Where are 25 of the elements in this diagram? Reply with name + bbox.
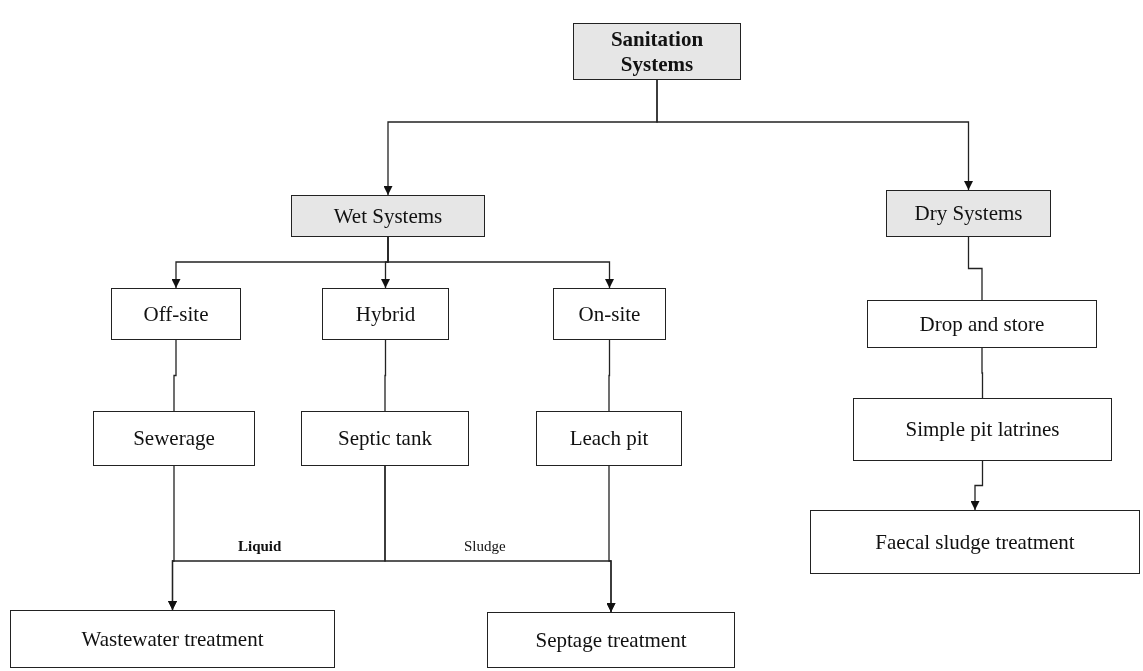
process-box: Sewerage — [93, 411, 255, 466]
process-box: Wastewater treatment — [10, 610, 335, 668]
process-box: Off-site — [111, 288, 241, 340]
process-box: On-site — [553, 288, 666, 340]
process-box: Dry Systems — [886, 190, 1051, 237]
process-box: Septage treatment — [487, 612, 735, 668]
arrow — [970, 460, 984, 511]
arrow — [387, 236, 614, 289]
connector-line — [173, 339, 177, 412]
process-box: Wet Systems — [291, 195, 485, 237]
edge-label: Liquid — [236, 538, 284, 555]
connector-line — [608, 339, 611, 412]
process-box: Leach pit — [536, 411, 682, 466]
process-box: Faecal sludge treatment — [810, 510, 1140, 574]
process-box: Hybrid — [322, 288, 449, 340]
connector-line — [967, 236, 983, 301]
process-box: Sanitation Systems — [573, 23, 741, 80]
connector-line — [384, 339, 387, 412]
connector-line — [981, 347, 984, 399]
process-box: Simple pit latrines — [853, 398, 1112, 461]
process-box: Septic tank — [301, 411, 469, 466]
edge-label: Sludge — [462, 538, 508, 555]
arrow — [656, 79, 973, 191]
arrow — [606, 465, 616, 613]
process-box: Drop and store — [867, 300, 1097, 348]
